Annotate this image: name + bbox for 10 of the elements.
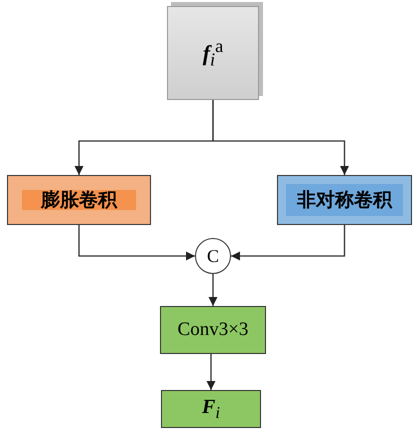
arrow: [78, 225, 195, 261]
arrow: [212, 100, 350, 175]
concat-circle: C: [195, 238, 231, 274]
arrow: [231, 225, 346, 261]
arrow: [208, 274, 218, 306]
process-box: Conv3×3: [160, 306, 266, 354]
process-box: 非对称卷积: [277, 175, 412, 225]
output-box: F$_{i}$: [161, 390, 261, 428]
arrow: [206, 354, 216, 390]
process-box: 膨胀卷积: [7, 175, 151, 225]
